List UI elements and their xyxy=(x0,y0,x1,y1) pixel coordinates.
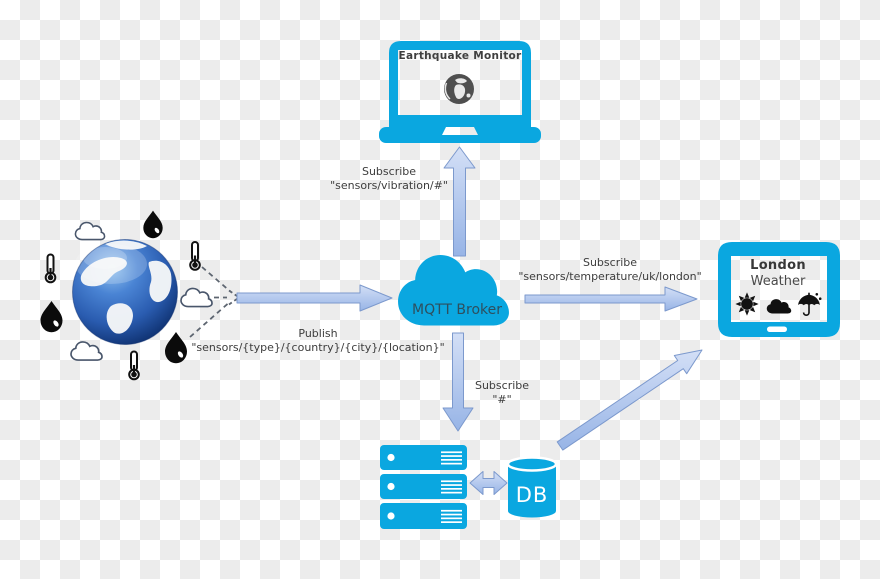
sensor-dashed-links xyxy=(189,266,241,338)
laptop-base xyxy=(379,127,541,143)
edge-topic: "#" xyxy=(492,393,512,406)
dashed-link-thermometer xyxy=(201,266,232,293)
edge-topic: "sensors/temperature/uk/london" xyxy=(518,270,702,283)
earthquake-monitor-node xyxy=(379,41,541,143)
cloud-icon xyxy=(180,287,213,308)
sensor-sources-node xyxy=(40,210,213,381)
water-drop-icon xyxy=(40,301,63,333)
arrow-subscribe-temperature xyxy=(524,286,698,312)
laptop-frame xyxy=(389,41,531,127)
umbrella-icon xyxy=(797,291,823,316)
mqtt-broker-label: MQTT Broker xyxy=(411,302,503,318)
server-stack-node xyxy=(380,445,467,529)
database-cylinder-icon xyxy=(508,464,556,518)
london-weather-subtitle: Weather xyxy=(750,274,806,289)
publish-label: Publish "sensors/{type}/{country}/{city}… xyxy=(191,327,444,355)
arrow-db-to-weather xyxy=(556,349,703,451)
cloud-icon xyxy=(766,299,792,314)
earth-icon xyxy=(72,239,178,345)
edge-topic: "sensors/vibration/#" xyxy=(330,179,448,192)
cloud-icon xyxy=(74,221,106,241)
subscribe-vibration-label: Subscribe "sensors/vibration/#" xyxy=(330,165,448,193)
arrow-publish xyxy=(236,284,393,312)
water-drop-icon xyxy=(143,210,163,239)
database-label: DB xyxy=(515,483,549,507)
sun-icon xyxy=(735,292,758,315)
edge-action: Publish xyxy=(298,327,338,340)
subscribe-all-label: Subscribe "#" xyxy=(475,379,529,407)
water-drop-icon xyxy=(165,332,187,364)
thermometer-icon xyxy=(189,240,201,271)
tablet-home-button xyxy=(767,326,787,332)
thermometer-icon xyxy=(128,350,140,381)
database-cylinder-top xyxy=(506,456,558,472)
arrow-subscribe-vibration xyxy=(443,146,476,257)
server-stack-icon xyxy=(380,445,467,529)
arrow-servers-db xyxy=(469,471,508,495)
edge-action: Subscribe xyxy=(361,165,417,178)
arrow-subscribe-all xyxy=(442,332,474,432)
database-node xyxy=(506,456,558,518)
edge-action: Subscribe xyxy=(474,379,530,392)
cloud-icon xyxy=(70,341,103,361)
earthquake-monitor-title: Earthquake Monitor xyxy=(398,50,522,62)
thermometer-icon xyxy=(44,253,57,284)
edge-topic: "sensors/{type}/{country}/{city}/{locati… xyxy=(191,341,445,354)
tablet-frame xyxy=(718,242,840,337)
globe-icon xyxy=(444,74,474,104)
london-weather-node xyxy=(718,242,840,337)
flow-arrows xyxy=(236,146,703,495)
edge-action: Subscribe xyxy=(582,256,638,269)
subscribe-temperature-label: Subscribe "sensors/temperature/uk/london… xyxy=(518,256,701,284)
london-weather-title: London xyxy=(750,258,806,273)
